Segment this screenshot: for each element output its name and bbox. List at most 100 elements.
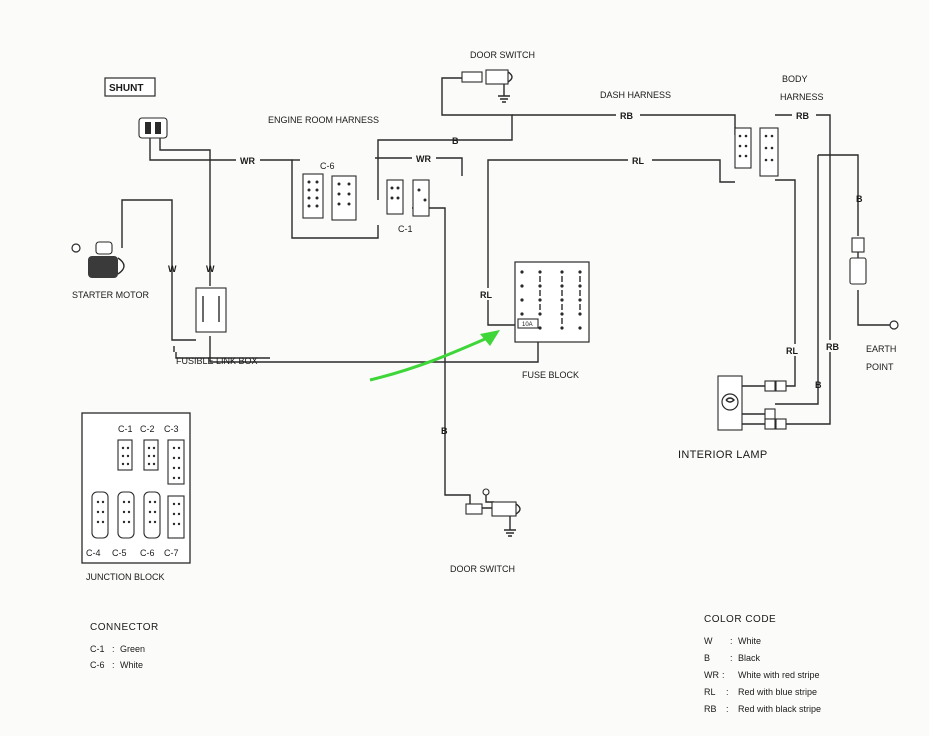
jb-c5-label: C-5 xyxy=(112,548,127,558)
jb-c6-connector xyxy=(143,491,161,539)
wire-label-wr1: WR xyxy=(240,156,255,166)
color-code-desc-4: Red with blue stripe xyxy=(738,687,817,697)
junction-block: C-1 C-2 C-3 C-4 C-5 C-6 C-7 JUNCTION BLO… xyxy=(81,412,191,582)
color-code-legend: COLOR CODE W : White B : Black WR : Whit… xyxy=(704,614,821,714)
fuse-highlighted xyxy=(517,318,539,329)
wire-label-b-down: B xyxy=(441,426,448,436)
wire-label-rl-lamp: RL xyxy=(786,346,798,356)
color-code-code-5: RB xyxy=(704,704,717,714)
body-harness-label-1: BODY xyxy=(782,74,808,84)
fuse-block: 10A FUSE BLOCK xyxy=(514,261,590,380)
c6-label: C-6 xyxy=(320,161,335,171)
body-harness-connector xyxy=(759,127,779,177)
earth-point-label-1: EARTH xyxy=(866,344,896,354)
wire-label-b-earth: B xyxy=(856,194,863,204)
shunt-box xyxy=(104,77,156,97)
jb-c7-connector xyxy=(167,495,185,539)
door-switch-top: DOOR SWITCH xyxy=(461,50,535,103)
fuse-block-body xyxy=(514,261,590,343)
engine-room-connectors: C-6 C-1 xyxy=(302,161,430,234)
junction-block-body xyxy=(81,412,191,564)
wire-label-rb-lamp: RB xyxy=(826,342,839,352)
starter-motor-label: STARTER MOTOR xyxy=(72,290,150,300)
color-code-code-1: W xyxy=(704,636,713,646)
wire-label-w-left: W xyxy=(168,264,177,274)
earth-terminal xyxy=(889,320,899,330)
c1-connector-left xyxy=(386,179,404,215)
door-switch-top-body xyxy=(485,69,509,85)
wire-label-rl-fuse: RL xyxy=(480,290,492,300)
color-code-code-4: RL xyxy=(704,687,716,697)
jb-c6-label: C-6 xyxy=(140,548,155,558)
color-code-code-2: B xyxy=(704,653,710,663)
jb-c3-connector xyxy=(167,439,185,485)
fusible-link-box-label: FUSIBLE LINK BOX xyxy=(176,356,258,366)
junction-block-label: JUNCTION BLOCK xyxy=(86,572,165,582)
c6-connector-left xyxy=(302,173,324,219)
wires xyxy=(121,77,892,509)
starter-body xyxy=(88,256,118,278)
color-code-code-3: WR xyxy=(704,670,719,680)
earth-point-label-2: POINT xyxy=(866,362,894,372)
jb-c4-connector xyxy=(91,491,109,539)
connector-legend: CONNECTOR C-1 : Green C-6 : White xyxy=(90,622,159,670)
ground-symbol-bottom xyxy=(504,529,516,537)
connector-legend-sep-1: : xyxy=(112,644,115,654)
wire-label-b-lamp: B xyxy=(815,380,822,390)
color-code-sep-4: : xyxy=(726,687,729,697)
color-code-desc-5: Red with black stripe xyxy=(738,704,821,714)
wire-label-wr2: WR xyxy=(416,154,431,164)
jb-c7-label: C-7 xyxy=(164,548,179,558)
shunt-pin-left xyxy=(145,122,151,134)
fuse-block-label: FUSE BLOCK xyxy=(522,370,579,380)
shunt: SHUNT xyxy=(104,77,168,139)
dash-harness-label: DASH HARNESS xyxy=(600,90,671,100)
connector-legend-desc-1: Green xyxy=(120,644,145,654)
door-switch-bottom-label: DOOR SWITCH xyxy=(450,564,515,574)
dash-harness-connector xyxy=(734,127,752,169)
color-code-desc-1: White xyxy=(738,636,761,646)
wire-label-rb-body: RB xyxy=(796,111,809,121)
fusible-link-box: FUSIBLE LINK BOX xyxy=(173,287,270,366)
connector-legend-title: CONNECTOR xyxy=(90,622,159,633)
starter-solenoid xyxy=(95,241,113,255)
jb-c1-connector xyxy=(117,439,133,471)
body-harness-label-2: HARNESS xyxy=(780,92,824,102)
starter-motor: STARTER MOTOR xyxy=(71,241,150,300)
jb-c2-connector xyxy=(143,439,159,471)
color-code-desc-3: White with red stripe xyxy=(738,670,820,680)
door-switch-bottom: DOOR SWITCH xyxy=(450,488,521,574)
c6-connector-right xyxy=(331,175,357,221)
wire-label-rb-dash: RB xyxy=(620,111,633,121)
interior-lamp-label: INTERIOR LAMP xyxy=(678,449,767,461)
ground-symbol-top xyxy=(498,95,510,103)
connector-legend-sep-2: : xyxy=(112,660,115,670)
jb-c4-label: C-4 xyxy=(86,548,101,558)
door-switch-top-connector xyxy=(461,71,483,83)
color-code-title: COLOR CODE xyxy=(704,614,776,625)
color-code-sep-3: : xyxy=(722,670,725,680)
shunt-label: SHUNT xyxy=(109,83,143,94)
color-code-sep-1: : xyxy=(730,636,733,646)
engine-room-harness-label: ENGINE ROOM HARNESS xyxy=(268,115,379,125)
connector-legend-desc-2: White xyxy=(120,660,143,670)
wire-label-b-top: B xyxy=(452,136,459,146)
color-code-desc-2: Black xyxy=(738,653,761,663)
fusible-link-box-body xyxy=(195,287,227,333)
earth-point-switch: EARTH POINT xyxy=(849,237,899,372)
svg-text:10A: 10A xyxy=(522,322,533,328)
shunt-pin-right xyxy=(155,122,161,134)
interior-lamp: INTERIOR LAMP xyxy=(678,375,787,461)
color-code-sep-2: : xyxy=(730,653,733,663)
annotation-arrow xyxy=(369,330,500,382)
jb-c3-label: C-3 xyxy=(164,424,179,434)
wire-label-rl-dash: RL xyxy=(632,156,644,166)
c1-connector-right xyxy=(412,179,430,217)
door-switch-top-plunger xyxy=(507,71,513,83)
door-switch-bottom-body xyxy=(491,501,517,517)
jb-c2-label: C-2 xyxy=(140,424,155,434)
starter-terminal xyxy=(71,243,81,253)
jb-c5-connector xyxy=(117,491,135,539)
